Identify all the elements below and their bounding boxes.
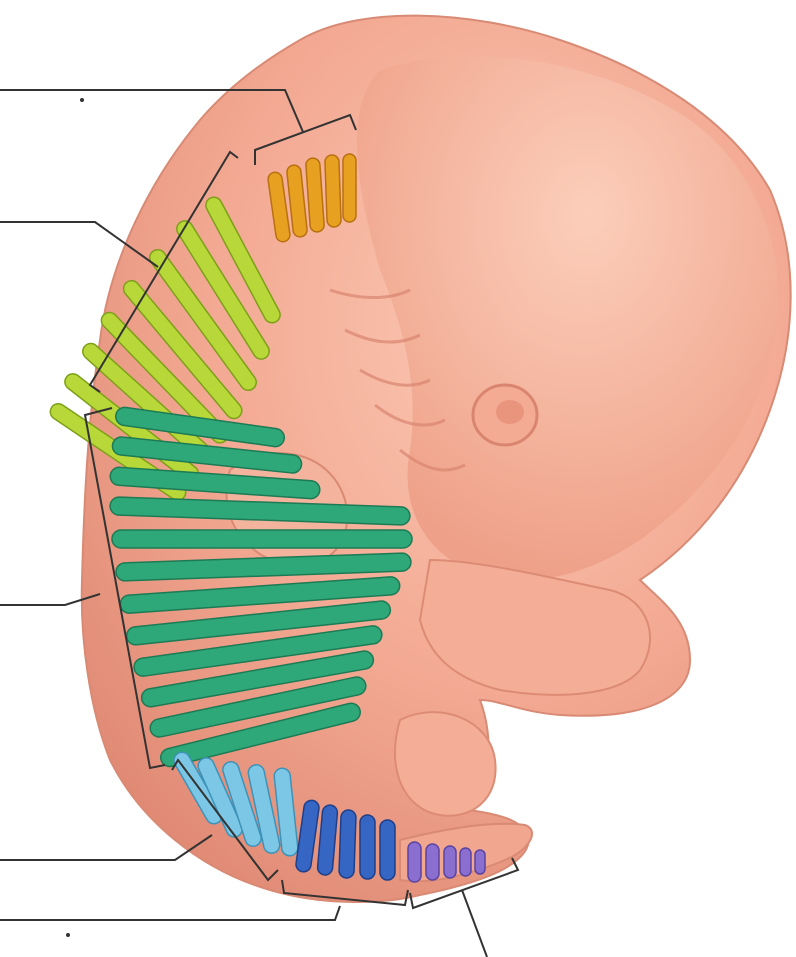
label-dot-1 <box>80 98 84 102</box>
otic-pit <box>473 385 537 445</box>
leader-line-5 <box>0 906 340 920</box>
leader-line-6 <box>462 890 487 957</box>
label-dot-2 <box>66 933 70 937</box>
